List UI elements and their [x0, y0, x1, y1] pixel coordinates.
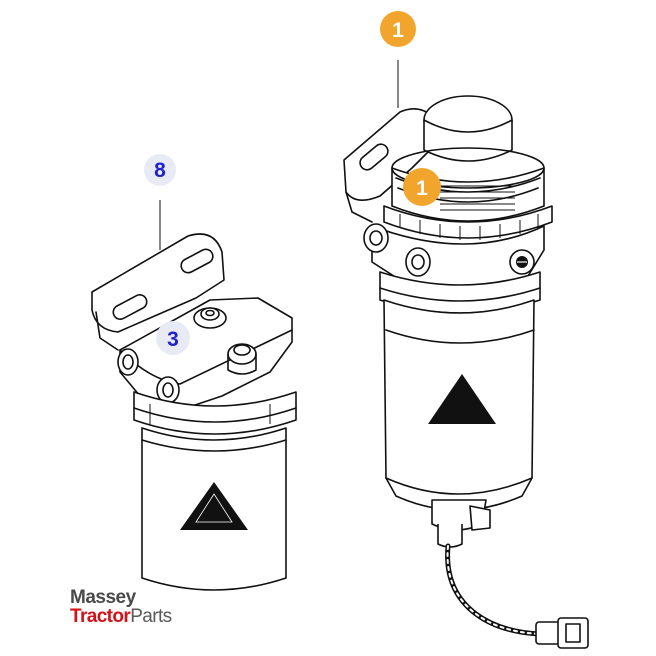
- callout-label-1: 1: [416, 177, 428, 200]
- callout-label-8: 8: [154, 159, 166, 182]
- callout-label-3: 3: [167, 328, 179, 351]
- bracket-slot: [359, 143, 389, 171]
- callout-1-body[interactable]: 1: [403, 168, 441, 206]
- left-fuel-filter: [91, 200, 297, 591]
- sensor-wire: [445, 543, 543, 637]
- callout-label-1: 1: [392, 19, 404, 42]
- bracket-slot: [180, 248, 214, 274]
- callout-3[interactable]: 3: [156, 321, 190, 355]
- right-mounting-bracket: [343, 108, 441, 201]
- left-filter-collar: [133, 391, 297, 435]
- right-fuel-filter: [343, 60, 589, 649]
- watermark-line1: Massey: [70, 587, 136, 608]
- warning-triangle-icon: [428, 374, 496, 424]
- watermark-line2: TractorParts: [70, 606, 172, 627]
- watermark-logo: Massey TractorParts: [70, 588, 172, 626]
- bracket-slot: [112, 294, 148, 320]
- warning-triangle-icon: [180, 482, 248, 530]
- callout-8[interactable]: 8: [144, 154, 176, 186]
- callout-1-top[interactable]: 1: [380, 11, 416, 47]
- sensor-connector: [535, 617, 589, 649]
- right-filter-ring: [383, 205, 553, 239]
